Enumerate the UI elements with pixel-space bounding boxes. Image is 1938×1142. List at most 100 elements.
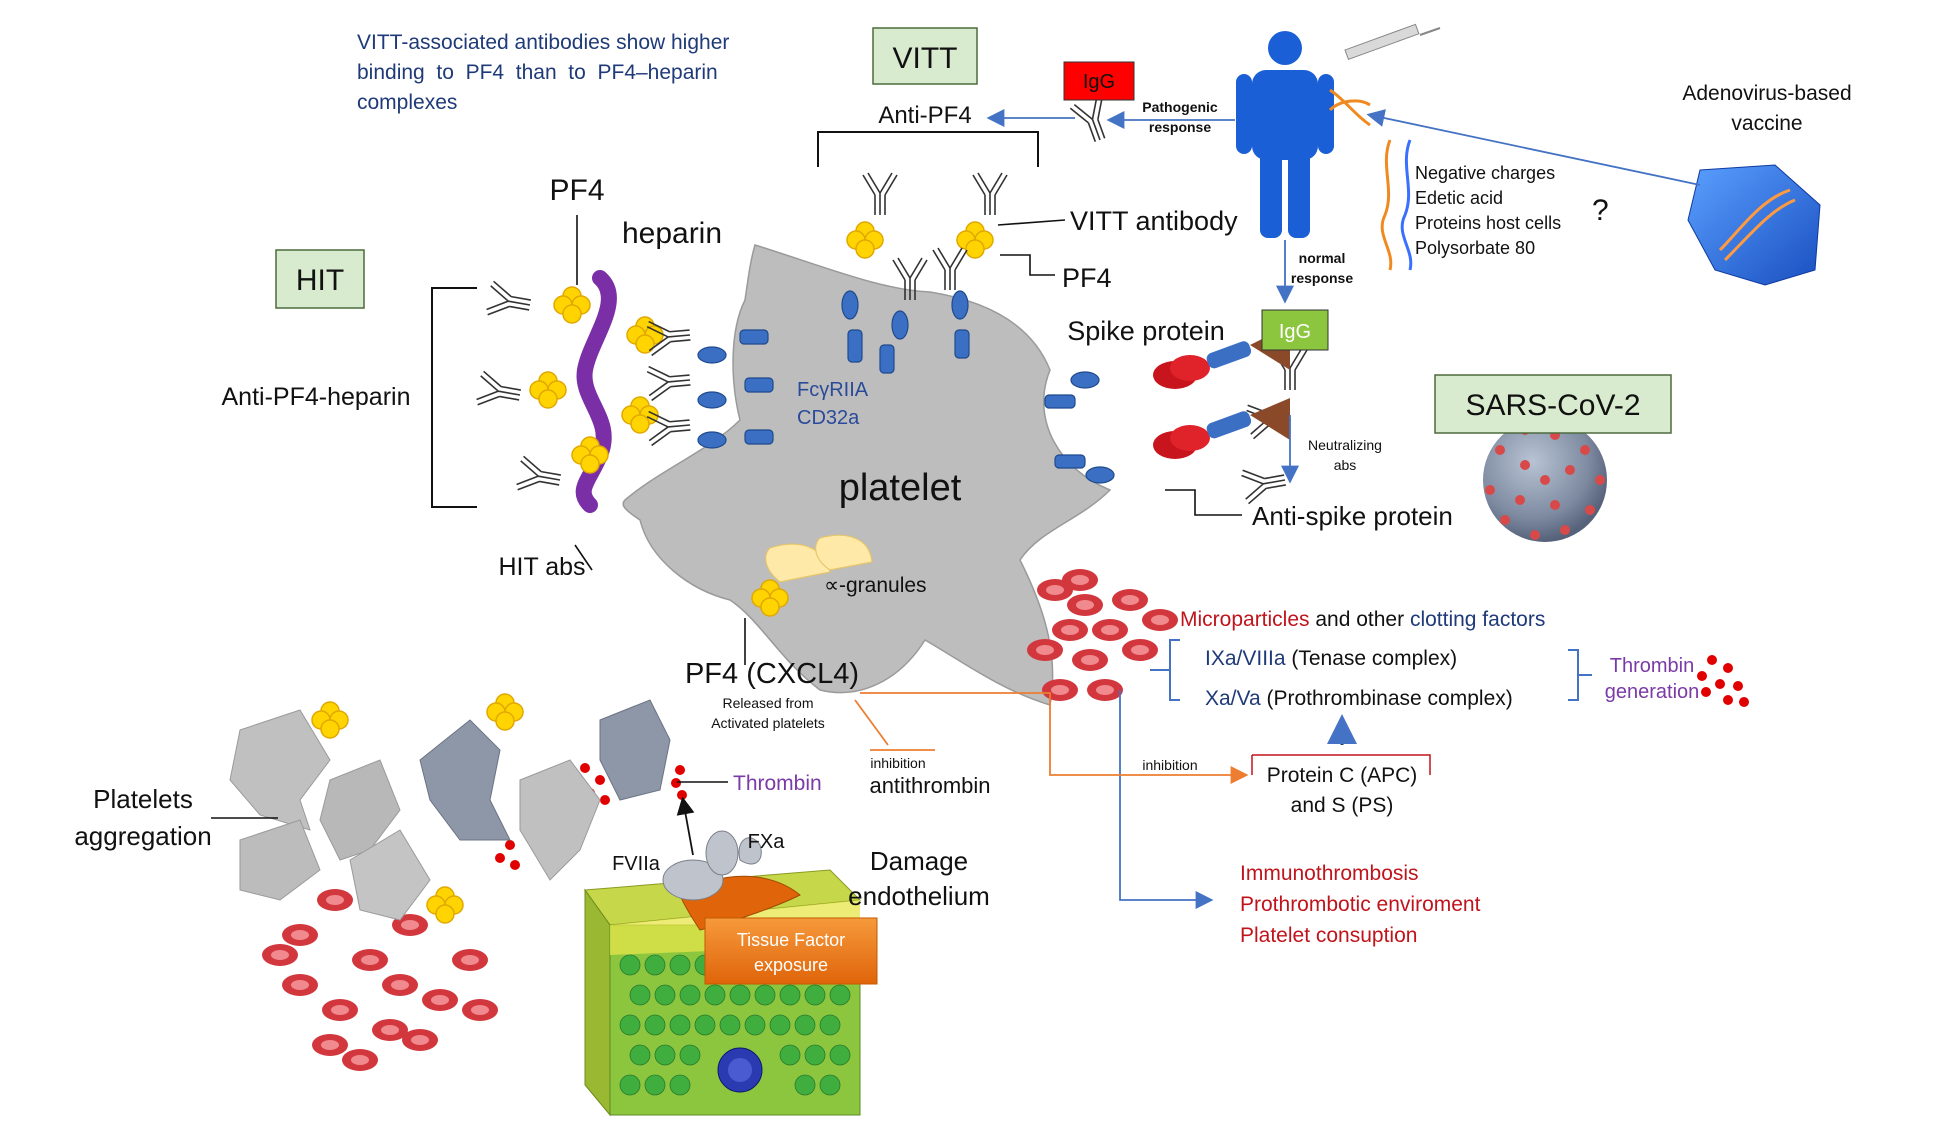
aggregated-platelets [229, 699, 671, 921]
vaccine-line2: vaccine [1731, 112, 1802, 135]
clotting-factors-label: clotting factors [1410, 608, 1545, 631]
pf4-right-label: PF4 [1062, 263, 1112, 293]
pf4-cluster [311, 701, 349, 739]
sars-label-box [1434, 374, 1672, 434]
vaccine-line1: Adenovirus-based [1682, 82, 1851, 105]
prothrombinase-code: Xa/Va [1205, 687, 1261, 710]
fviia-label: FVIIa [612, 853, 661, 875]
sars-label: SARS-CoV-2 [1465, 389, 1640, 422]
rbc-cluster-bottom [262, 889, 498, 1071]
platelets-agg-line1: Platelets [93, 784, 193, 814]
complex-bracket [1150, 639, 1180, 701]
pf4-cluster [486, 693, 524, 731]
igg-red-label: IgG [1083, 71, 1115, 93]
fcgr-line1: FcγRIIA [797, 379, 869, 401]
thrombin-gen-line2: generation [1605, 681, 1700, 703]
thrombin-label: Thrombin [733, 772, 822, 795]
heparin-strand [575, 270, 617, 513]
rbc-cluster-platelet [1027, 569, 1178, 701]
sars-cov-2-virus-icon [1483, 418, 1607, 542]
pathogenic-line2: response [1149, 119, 1211, 135]
antithrombin-inhibition [854, 699, 935, 751]
syringe-icon [1344, 23, 1441, 61]
vitt-antibody-label: VITT antibody [1070, 206, 1238, 236]
thrombin-bracket [1568, 649, 1592, 701]
vaccine-arrow [1366, 109, 1701, 186]
outcomes-arrow [1119, 690, 1214, 909]
neutralizing-line1: Neutralizing [1308, 437, 1382, 453]
tissue-factor-line2: exposure [754, 955, 828, 975]
person-icon [1236, 31, 1334, 238]
anti-pf4-bracket [817, 131, 1039, 167]
outcome-3: Platelet consuption [1240, 924, 1417, 947]
dna-icon [1328, 88, 1413, 271]
anti-spike-label: Anti-spike protein [1252, 501, 1453, 531]
hit-bracket [431, 287, 477, 508]
released-line1: Released from [722, 695, 813, 711]
component-4: Polysorbate 80 [1415, 238, 1535, 258]
platelet-label: platelet [839, 467, 962, 509]
prothrombinase-line: Xa/Va (Prothrombinase complex) [1205, 687, 1513, 710]
tenase-name: (Tenase complex) [1286, 647, 1458, 670]
intro-line-2: binding to PF4 than to PF4–heparin [357, 61, 718, 84]
normal-line2: response [1291, 270, 1353, 286]
component-1: Negative charges [1415, 163, 1555, 183]
and-other-label: and other [1310, 608, 1410, 631]
igg-green-box [1261, 309, 1329, 351]
platelets-agg-line2: aggregation [74, 821, 211, 851]
thrombin-dots [490, 655, 1749, 870]
damage-line1: Damage [870, 846, 968, 876]
igg-red-box [1063, 61, 1135, 101]
pf4-cluster [846, 221, 884, 259]
hit-label-box [275, 249, 365, 309]
fcgr-line2: CD32a [797, 407, 860, 429]
component-3: Proteins host cells [1415, 213, 1561, 233]
adenovirus-vaccine-icon [1687, 164, 1821, 286]
protein-c-label: Protein C (APC) [1267, 764, 1418, 787]
anti-pf4-label: Anti-PF4 [878, 102, 971, 129]
vitt-label-box [872, 27, 978, 85]
component-2: Edetic acid [1415, 188, 1503, 208]
pf4-cluster [553, 286, 591, 324]
intro-line-3: complexes [357, 91, 457, 114]
spike-protein-label: Spike protein [1067, 316, 1225, 346]
intro-line-1: VITT-associated antibodies show higher [357, 31, 729, 54]
pf4-cxcl4-label: PF4 (CXCL4) [685, 658, 859, 690]
inhibition-right-label: inhibition [1142, 757, 1197, 773]
fcgr-receptors [697, 290, 1115, 484]
pf4-top-label: PF4 [549, 174, 604, 207]
pf4-cluster [621, 396, 659, 434]
igg-green-label: IgG [1279, 321, 1311, 343]
platelet-body [622, 244, 1112, 706]
pf4-inhibition-arrow [860, 692, 1249, 784]
pf4-cluster [529, 371, 567, 409]
microparticles-label: Microparticles [1180, 608, 1310, 631]
damage-line2: endothelium [848, 881, 990, 911]
tenase-line: IXa/VIIIa (Tenase complex) [1205, 647, 1457, 670]
granules-shapes [765, 534, 873, 583]
vitt-label: VITT [893, 42, 958, 75]
heparin-label: heparin [622, 217, 722, 250]
fxa-label: FXa [748, 831, 786, 853]
tenase-code: IXa/VIIIa [1205, 647, 1286, 670]
hit-label: HIT [296, 264, 344, 297]
pathogenic-line1: Pathogenic [1142, 99, 1218, 115]
fx-thrombin-arrow [676, 796, 695, 856]
protein-s-label: and S (PS) [1291, 794, 1394, 817]
anti-pf4-heparin-label: Anti-PF4-heparin [222, 383, 411, 411]
neutralizing-line2: abs [1334, 457, 1357, 473]
normal-line1: normal [1299, 250, 1346, 266]
released-line2: Activated platelets [711, 715, 825, 731]
granules-label: ∝-granules [824, 574, 927, 597]
hit-abs-label: HIT abs [498, 553, 585, 581]
pf4-cluster [956, 221, 994, 259]
inhibition-left-label: inhibition [870, 755, 925, 771]
protein-c-box [1251, 754, 1431, 775]
leader-lines [211, 215, 1242, 819]
microparticles-line: Microparticles and other clotting factor… [1180, 608, 1545, 631]
pf4-cluster [626, 316, 664, 354]
question-mark: ? [1592, 194, 1609, 227]
outcome-2: Prothrombotic enviroment [1240, 893, 1481, 916]
prothrombinase-name: (Prothrombinase complex) [1261, 687, 1513, 710]
